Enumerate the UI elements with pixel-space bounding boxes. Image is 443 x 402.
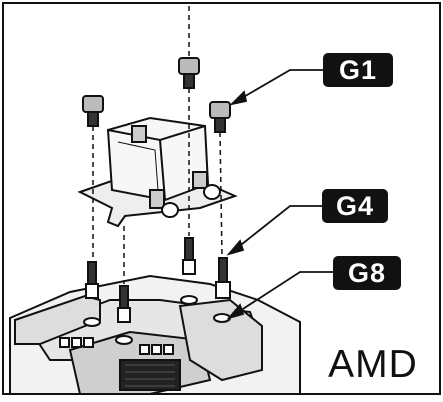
screw-icon: [82, 57, 231, 133]
callout-g4: G4: [322, 189, 388, 223]
motherboard-icon: [9, 274, 301, 395]
callout-g8: G8: [333, 256, 401, 290]
standoff-icon: [83, 237, 231, 345]
leader-lines: [226, 69, 333, 320]
alignment-lines: [92, 6, 223, 284]
platform-label: AMD: [318, 343, 428, 387]
cpu-block-icon: [77, 116, 238, 228]
callout-g1: G1: [323, 53, 393, 87]
